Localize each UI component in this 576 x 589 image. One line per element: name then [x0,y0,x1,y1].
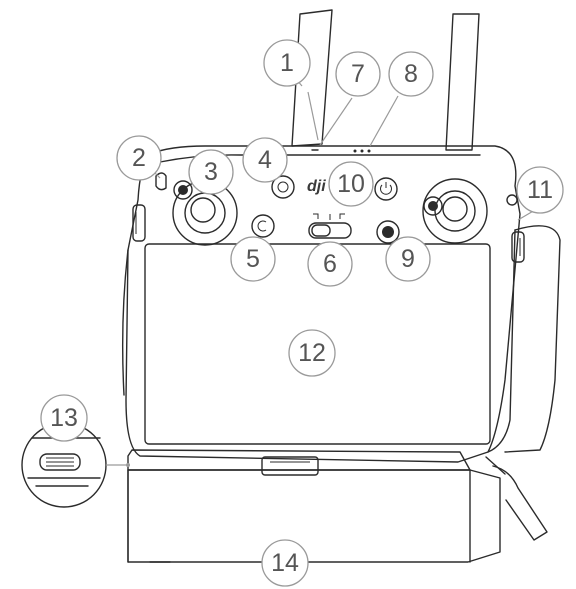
svg-text:2: 2 [132,144,146,172]
return-home-button[interactable] [271,175,295,199]
callout-12: 12 [288,329,336,377]
right-dial[interactable] [423,196,443,216]
callout-10: 10 [328,161,374,207]
svg-text:4: 4 [258,146,272,174]
charging-base [127,449,501,563]
callout-5: 5 [230,236,276,282]
base-slot [261,456,319,476]
svg-text:8: 8 [404,60,418,88]
right-control-stick[interactable] [422,178,488,244]
callout-2: 2 [116,135,162,181]
flight-mode-switch[interactable] [308,213,352,239]
callout-14: 14 [261,539,309,587]
callout-7: 7 [335,51,381,97]
left-side-button[interactable] [132,204,146,242]
callout-8: 8 [388,51,434,97]
callout-13: 13 [40,394,88,442]
svg-text:10: 10 [337,170,365,198]
svg-text:1: 1 [280,49,294,77]
left-gimbal-dial[interactable] [173,180,193,200]
svg-text:12: 12 [298,339,326,367]
svg-text:5: 5 [246,245,260,273]
kickstand[interactable] [485,456,548,541]
touchscreen[interactable] [144,243,491,445]
svg-text:6: 6 [323,250,337,278]
callout-6: 6 [307,241,353,287]
svg-text:7: 7 [351,60,365,88]
svg-text:3: 3 [204,158,218,186]
leader-8 [369,95,399,147]
right-side-button[interactable] [511,231,525,263]
leader-7 [307,91,319,141]
power-button[interactable] [374,177,398,201]
five-dimension-button[interactable] [376,220,400,244]
left-antenna [291,9,333,147]
svg-text:11: 11 [527,176,553,204]
brand-logo: dji [307,178,326,195]
callout-1: 1 [263,39,311,87]
custom-c-button[interactable] [251,214,275,238]
svg-text:14: 14 [271,549,299,577]
svg-text:13: 13 [50,404,78,432]
right-shoulder-button[interactable] [506,194,518,206]
leader-7b [319,97,353,146]
right-antenna [445,13,480,151]
svg-text:9: 9 [401,245,415,273]
left-shoulder-button[interactable] [155,172,167,191]
callout-4: 4 [242,137,288,183]
callout-11: 11 [516,166,564,214]
callout-3: 3 [188,149,234,195]
callout-9: 9 [385,236,431,282]
